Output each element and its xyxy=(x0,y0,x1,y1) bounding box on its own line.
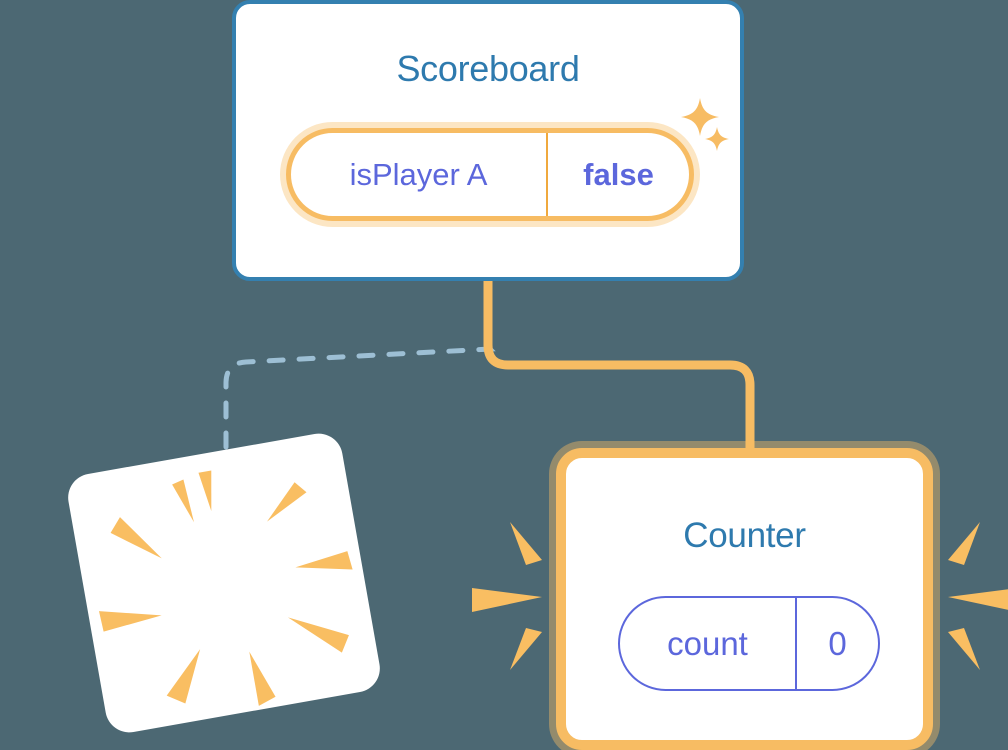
scoreboard-state-value: false xyxy=(583,156,654,192)
counter-emphasis-rays-right-icon xyxy=(948,522,1008,670)
counter-title: Counter xyxy=(683,516,806,555)
counter-state-key: count xyxy=(620,598,797,689)
connector-scoreboard-to-counter xyxy=(483,273,755,467)
scoreboard-title: Scoreboard xyxy=(396,48,580,89)
counter-card[interactable]: Counter count 0 xyxy=(556,448,933,750)
scoreboard-card[interactable]: Scoreboard isPlayer A false xyxy=(232,0,744,281)
scoreboard-state-pill-wrap: isPlayer A false xyxy=(280,122,700,227)
blank-card-burst-icon xyxy=(98,470,353,706)
sparkle-large-icon xyxy=(679,96,721,138)
counter-state-value: 0 xyxy=(828,624,847,662)
scoreboard-state-pill[interactable]: isPlayer A false xyxy=(286,128,694,221)
sparkle-small-icon xyxy=(704,126,730,152)
scoreboard-state-key: isPlayer A xyxy=(291,133,548,216)
counter-state-pill[interactable]: count 0 xyxy=(618,596,880,691)
blank-card[interactable] xyxy=(64,429,384,737)
counter-emphasis-rays-left-icon xyxy=(472,522,542,670)
